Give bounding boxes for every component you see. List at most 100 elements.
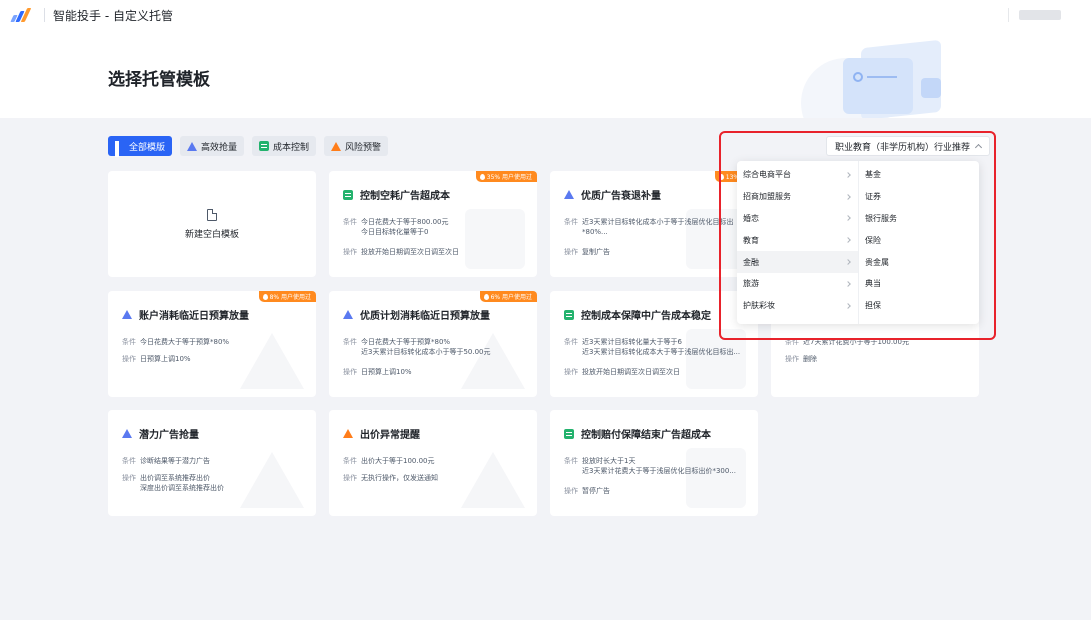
triangle-icon — [122, 310, 132, 319]
flame-icon — [262, 293, 268, 300]
grid-icon — [115, 141, 125, 157]
subcategory-item[interactable]: 保险 — [865, 235, 881, 245]
category-item-selected[interactable]: 金融 — [737, 251, 858, 273]
card-background-art — [465, 209, 525, 269]
warning-icon — [343, 429, 353, 438]
divider — [44, 8, 45, 22]
category-item[interactable]: 护肤彩妆 — [737, 295, 858, 317]
list-icon — [259, 141, 270, 151]
card-title: 控制成本保障中广告成本稳定 — [564, 307, 711, 322]
category-item[interactable]: 婚恋 — [737, 208, 858, 230]
app-title: 智能投手 - 自定义托管 — [53, 8, 173, 23]
card-condition: 条件 近3天累计目标转化成本小于等于浅层优化目标出*80%... — [564, 218, 734, 236]
card-condition: 条件 出价大于等于100.00元 — [343, 457, 435, 465]
template-filter-tabs: 全部模版 高效抢量 成本控制 风险预警 — [108, 136, 389, 157]
template-card[interactable]: 8% 用户使用过 账户消耗临近日预算放量 条件 今日花费大于等于预算*80% 操… — [108, 291, 316, 397]
tab-label: 高效抢量 — [201, 142, 238, 153]
card-condition: 条件 近7天累计花费小于等于100.00元 — [785, 338, 909, 346]
card-background-art — [461, 333, 525, 389]
card-action: 操作 无执行操作，仅发送通知 — [343, 474, 438, 482]
category-item[interactable]: 综合电商平台 — [737, 164, 858, 186]
tab-label: 全部模版 — [129, 142, 166, 153]
card-action: 操作 出价调至系统推荐出价深度出价调至系统推荐出价 — [122, 474, 224, 492]
usage-badge: 8% 用户使用过 — [258, 291, 316, 302]
card-title: 潜力广告抢量 — [122, 426, 199, 441]
card-action: 操作 投放开始日期调至次日调至次日 — [564, 368, 680, 376]
template-card[interactable]: 出价异常提醒 条件 出价大于等于100.00元 操作 无执行操作，仅发送通知 — [329, 410, 537, 516]
app-logo-icon — [10, 8, 34, 22]
card-background-art — [686, 448, 746, 508]
card-title: 优质计划消耗临近日预算放量 — [343, 307, 490, 322]
subcategory-item[interactable]: 银行服务 — [865, 213, 897, 223]
page-header: 选择托管模板 — [0, 30, 1091, 118]
subcategory-item[interactable]: 基金 — [865, 170, 881, 180]
card-condition: 条件 投放时长大于1天近3天累计花费大于等于浅层优化目标出价*300... — [564, 457, 736, 475]
subcategory-item[interactable]: 贵金属 — [865, 257, 889, 267]
card-action: 操作 日预算上调10% — [122, 355, 191, 363]
category-item[interactable]: 教育 — [737, 229, 858, 251]
list-icon — [343, 189, 353, 200]
template-card[interactable]: 潜力广告抢量 条件 诊断结果等于潜力广告 操作 出价调至系统推荐出价深度出价调至… — [108, 410, 316, 516]
card-background-art — [240, 452, 304, 508]
highlight-annotation — [719, 131, 996, 340]
tab-all-templates[interactable]: 全部模版 — [108, 136, 173, 157]
card-background-art — [686, 209, 746, 269]
tab-efficient-volume[interactable]: 高效抢量 — [180, 136, 245, 156]
subcategory-item[interactable]: 担保 — [865, 301, 881, 311]
triangle-icon — [564, 190, 574, 199]
top-bar: 智能投手 - 自定义托管 — [0, 0, 1091, 30]
triangle-icon — [187, 141, 198, 151]
card-title: 控制空耗广告超成本 — [343, 187, 450, 202]
flame-icon — [479, 173, 485, 180]
tab-label: 风险预警 — [345, 142, 382, 153]
card-condition: 条件 今日花费大于等于800.00元今日目标转化量等于0 — [343, 218, 449, 236]
card-condition: 条件 诊断结果等于潜力广告 — [122, 457, 210, 465]
card-action: 操作 删除 — [785, 355, 817, 363]
usage-badge: 35% 用户使用过 — [475, 171, 537, 182]
card-action: 操作 暂停广告 — [564, 487, 610, 495]
category-list: 综合电商平台 招商加盟服务 婚恋 教育 金融 旅游 护肤彩妆 — [737, 161, 859, 324]
new-template-label: 新建空白模板 — [184, 229, 239, 240]
card-title: 控制赔付保障结束广告超成本 — [564, 426, 711, 441]
document-icon — [207, 208, 217, 221]
subcategory-item[interactable]: 证券 — [865, 192, 881, 202]
new-blank-template-card[interactable]: 新建空白模板 — [108, 171, 316, 277]
category-item[interactable]: 旅游 — [737, 273, 858, 295]
flame-icon — [718, 173, 724, 180]
user-avatar[interactable] — [1019, 10, 1061, 20]
list-icon — [564, 309, 574, 320]
card-condition: 条件 今日花费大于等于预算*80%近3天累计目标转化成本小于等于50.00元 — [343, 338, 491, 356]
subcategory-list: 基金 证券 银行服务 保险 贵金属 典当 担保 — [859, 161, 979, 324]
tab-risk-warning[interactable]: 风险预警 — [324, 136, 389, 156]
industry-select-value: 职业教育（非学历机构）行业推荐 — [835, 142, 971, 153]
card-background-art — [240, 333, 304, 389]
triangle-icon — [343, 310, 353, 319]
flame-icon — [483, 293, 489, 300]
card-action: 操作 日预算上调10% — [343, 368, 412, 376]
template-card[interactable]: 35% 用户使用过 控制空耗广告超成本 条件 今日花费大于等于800.00元今日… — [329, 171, 537, 277]
warning-icon — [331, 141, 342, 151]
card-title: 出价异常提醒 — [343, 426, 420, 441]
card-background-art — [461, 452, 525, 508]
template-card[interactable]: 6% 用户使用过 优质计划消耗临近日预算放量 条件 今日花费大于等于预算*80%… — [329, 291, 537, 397]
page-title: 选择托管模板 — [108, 70, 210, 90]
template-card[interactable]: 控制赔付保障结束广告超成本 条件 投放时长大于1天近3天累计花费大于等于浅层优化… — [550, 410, 758, 516]
industry-select[interactable]: 职业教育（非学历机构）行业推荐 — [826, 136, 991, 156]
tab-cost-control[interactable]: 成本控制 — [252, 136, 317, 156]
card-action: 操作 投放开始日期调至次日调至次日 — [343, 248, 459, 256]
subcategory-item[interactable]: 典当 — [865, 279, 881, 289]
triangle-icon — [122, 429, 132, 438]
usage-badge: 6% 用户使用过 — [479, 291, 537, 302]
card-action: 操作 复制广告 — [564, 248, 610, 256]
card-title: 优质广告衰退补量 — [564, 187, 661, 202]
list-icon — [564, 428, 574, 439]
industry-cascader-dropdown: 综合电商平台 招商加盟服务 婚恋 教育 金融 旅游 护肤彩妆 基金 证券 银行服… — [737, 161, 979, 324]
divider — [1008, 8, 1009, 22]
category-item[interactable]: 招商加盟服务 — [737, 186, 858, 208]
card-condition: 条件 今日花费大于等于预算*80% — [122, 338, 230, 346]
card-title: 账户消耗临近日预算放量 — [122, 307, 249, 322]
header-illustration — [801, 38, 971, 118]
tab-label: 成本控制 — [273, 142, 310, 153]
